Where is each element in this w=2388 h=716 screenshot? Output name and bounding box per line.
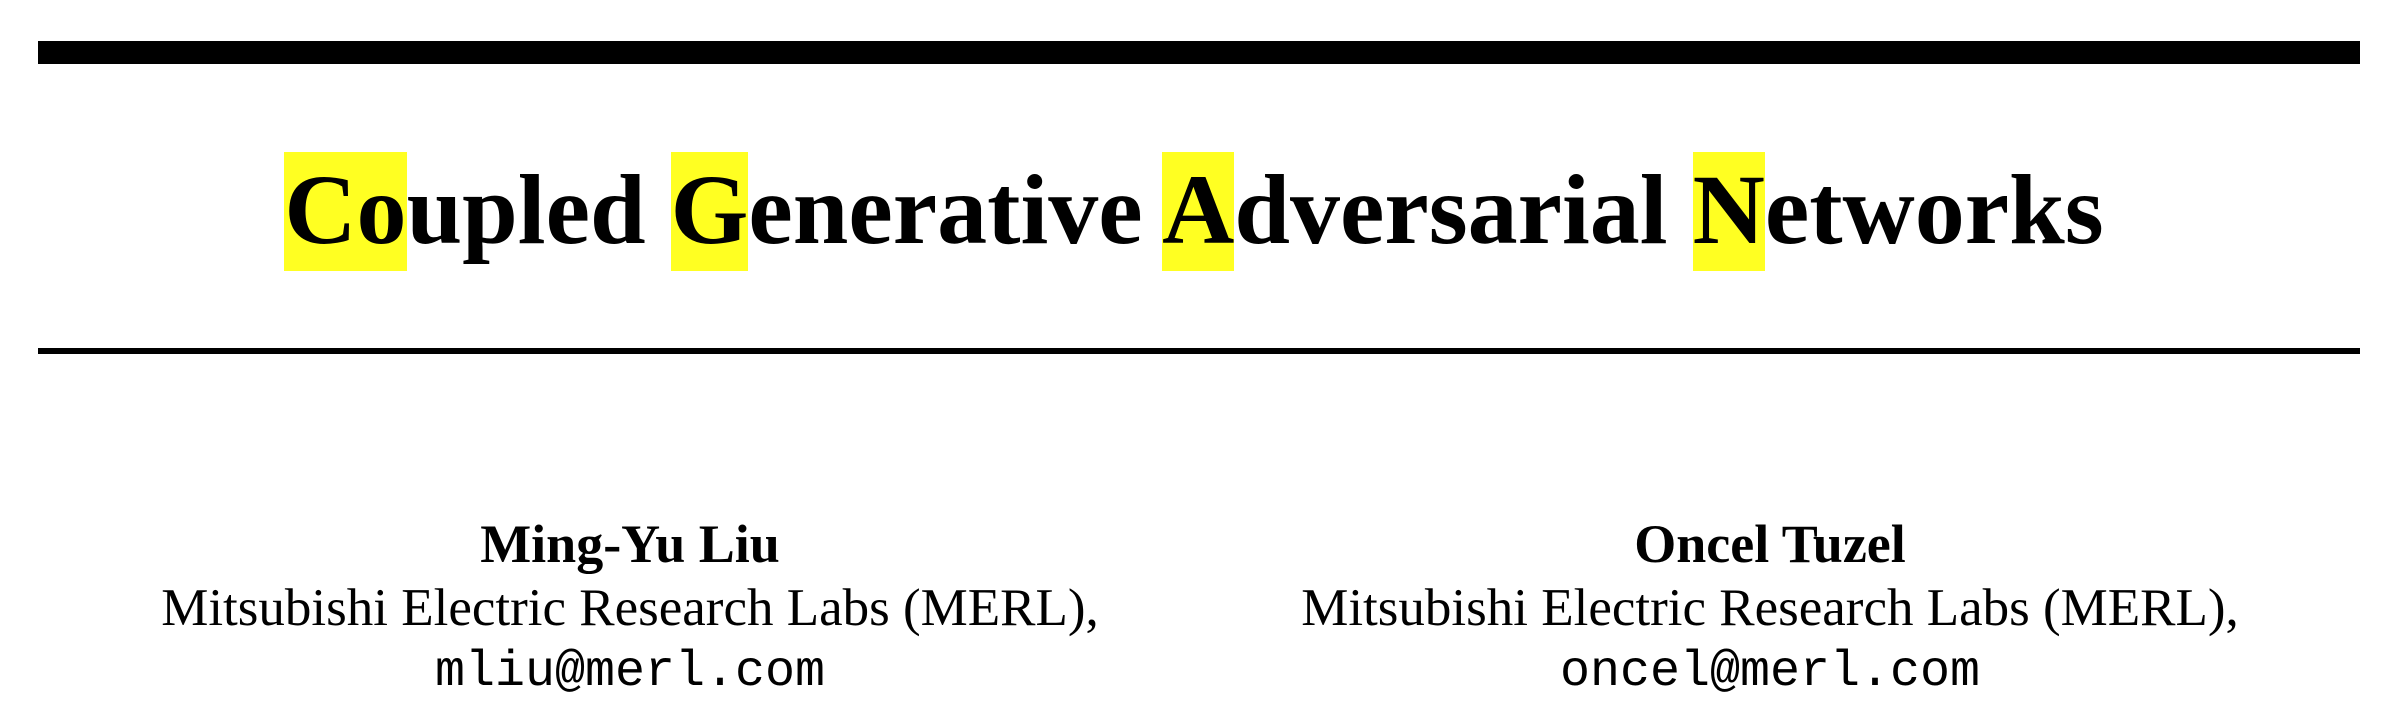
author-email[interactable]: oncel@merl.com	[1559, 644, 1981, 701]
title-highlight-a: A	[1162, 152, 1235, 271]
author-block-1: Ming-Yu Liu Mitsubishi Electric Research…	[100, 512, 1160, 706]
title-rest-adversarial: dversarial	[1234, 154, 1668, 265]
title-word-networks: Networks	[1692, 152, 2104, 271]
author-affiliation: Mitsubishi Electric Research Labs (MERL)…	[161, 579, 1099, 637]
author-name: Oncel Tuzel	[1634, 514, 1906, 574]
author-affiliation: Mitsubishi Electric Research Labs (MERL)…	[1301, 579, 2239, 637]
title-top-rule	[38, 41, 2360, 64]
author-name: Ming-Yu Liu	[480, 514, 780, 574]
title-word-generative: Generative	[670, 152, 1143, 271]
title-rest-coupled: upled	[406, 154, 646, 265]
author-block-2: Oncel Tuzel Mitsubishi Electric Research…	[1240, 512, 2300, 706]
title-word-adversarial: Adversarial	[1162, 152, 1668, 271]
title-word-coupled: Coupled	[284, 152, 646, 271]
title-highlight-g: G	[670, 152, 749, 271]
title-rest-generative: enerative	[748, 154, 1143, 265]
title-highlight-n: N	[1692, 152, 1765, 271]
title-highlight-co: Co	[284, 152, 407, 271]
title-bottom-rule	[38, 348, 2360, 354]
paper-title: Coupled Generative Adversarial Networks	[0, 150, 2388, 271]
title-rest-networks: etworks	[1764, 154, 2104, 265]
author-email[interactable]: mliu@merl.com	[434, 644, 826, 701]
